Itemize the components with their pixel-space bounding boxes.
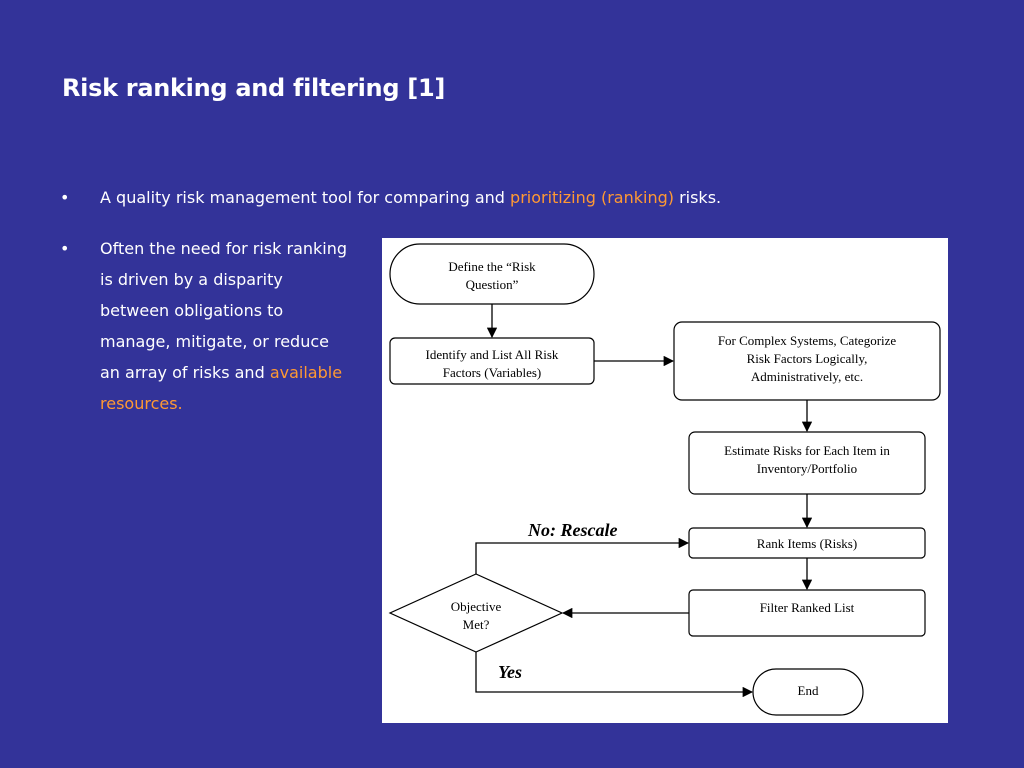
identify-factors-text-2: Factors (Variables) [443,365,542,380]
bullet-marker: • [60,188,70,207]
slide-title: Risk ranking and filtering [1] [62,74,446,102]
estimate-text-2: Inventory/Portfolio [757,461,857,476]
categorize-text-3: Administratively, etc. [751,369,863,384]
bullet-2-highlight: available resources. [100,363,343,413]
end-text: End [798,683,819,698]
bullet-1-text: A quality risk management tool for compa… [100,182,721,213]
categorize-text-2: Risk Factors Logically, [747,351,868,366]
arrow-yes-to-end [475,652,754,698]
no-rescale-label: No: Rescale [527,520,617,540]
identify-factors-text-1: Identify and List All Risk [426,347,559,362]
arrow-no-rescale [475,537,690,574]
flowchart-svg: Define the “Risk Question” Identify and … [388,243,941,716]
bullet-2-text: Often the need for risk ranking is drive… [100,233,350,419]
categorize-text-1: For Complex Systems, Categorize [718,333,897,348]
estimate-text-1: Estimate Risks for Each Item in [724,443,890,458]
objective-text-1: Objective [451,599,502,614]
bullet-1-text-after: risks. [673,188,722,207]
bullet-1-highlight: prioritizing (ranking) [510,188,674,207]
risk-ranking-flowchart: Define the “Risk Question” Identify and … [382,238,948,723]
bullet-marker: • [60,239,70,258]
define-question-text-2: Question” [466,277,519,292]
define-question-text-1: Define the “Risk [448,259,536,274]
bullet-1-text-before: A quality risk management tool for compa… [100,188,511,207]
objective-text-2: Met? [463,617,490,632]
filter-list-text: Filter Ranked List [760,600,855,615]
rank-items-text: Rank Items (Risks) [757,536,857,551]
define-question-node [389,243,595,305]
bullet-2-text-before: Often the need for risk ranking is drive… [100,239,348,382]
yes-label: Yes [498,662,522,682]
